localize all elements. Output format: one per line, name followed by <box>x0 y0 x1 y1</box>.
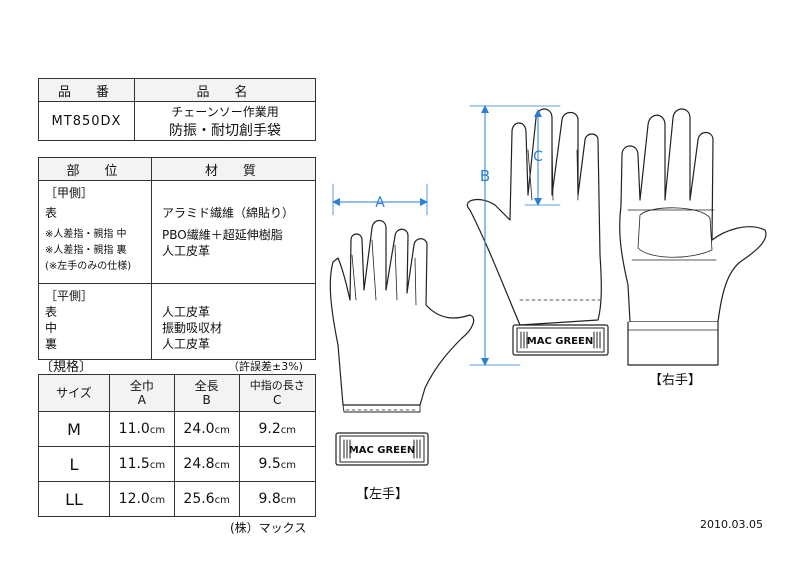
back-material-inner: 人工皮革 <box>162 244 211 258</box>
table-row: L 11.5cm 24.8cm 9.5cm <box>38 446 316 482</box>
right-hand-label: 【右手】 <box>649 373 701 388</box>
palm-section-title: ［平側］ <box>45 289 94 303</box>
palm-material-middle: 振動吸収材 <box>162 321 223 335</box>
product-name-line1: チェーンソー作業用 <box>171 104 279 119</box>
size-cell: L <box>38 446 110 482</box>
palm-part-inner: 裏 <box>45 337 58 351</box>
back-part-note: (※左手のみの仕様) <box>45 261 132 272</box>
document-date: 2010.03.05 <box>700 518 763 531</box>
product-table: 品 番 品 名 MT850DX チェーンソー作業用 防振・耐切創手袋 <box>38 78 316 141</box>
dimension-lines <box>332 105 561 366</box>
middle-glove-brand: MAC GREEN <box>527 336 593 347</box>
table-row: M 11.0cm 24.0cm 9.2cm <box>38 411 316 447</box>
width-cell: 12.0cm <box>109 481 175 517</box>
header-product-code: 品 番 <box>38 78 135 102</box>
width-cell: 11.0cm <box>109 411 175 447</box>
back-part-surface: 表 <box>45 206 58 220</box>
back-materials-cell: アラミド繊維（綿貼り） PBO繊維＋超延伸樹脂 人工皮革 <box>151 180 316 284</box>
finger-cell: 9.8cm <box>238 481 316 517</box>
length-cell: 24.8cm <box>173 446 240 482</box>
table-row: LL 12.0cm 25.6cm 9.8cm <box>38 481 316 517</box>
product-name-line2: 防振・耐切創手袋 <box>169 122 281 139</box>
dimension-b-label: B <box>480 167 490 185</box>
length-cell: 25.6cm <box>173 481 240 517</box>
product-code: MT850DX <box>38 101 135 141</box>
finger-cell: 9.2cm <box>238 411 316 447</box>
palm-material-surface: 人工皮革 <box>162 305 211 319</box>
header-product-name: 品 名 <box>134 78 316 102</box>
back-part-inner: ※人差指・親指 裏 <box>45 245 127 256</box>
tolerance-note: （許誤差±3%) <box>228 360 303 373</box>
right-glove-back <box>466 108 609 356</box>
spec-title: 〔規格〕 <box>40 360 93 375</box>
palm-parts-cell: ［平側］ 表 中 裏 <box>38 283 152 360</box>
palm-part-middle: 中 <box>45 321 58 335</box>
left-glove-brand: MAC GREEN <box>349 445 415 456</box>
finger-cell: 9.5cm <box>238 446 316 482</box>
material-table: 部 位 材 質 ［甲側］ 表 ※人差指・親指 中 ※人差指・親指 裏 (※左手の… <box>38 157 316 360</box>
dimension-a-label: A <box>375 195 385 211</box>
back-parts-cell: ［甲側］ 表 ※人差指・親指 中 ※人差指・親指 裏 (※左手のみの仕様) <box>38 180 152 284</box>
back-material-surface: アラミド繊維（綿貼り） <box>162 206 295 220</box>
left-hand-label: 【左手】 <box>356 487 408 502</box>
header-size: サイズ <box>38 374 110 412</box>
palm-material-inner: 人工皮革 <box>162 337 211 351</box>
header-material: 材 質 <box>151 157 316 181</box>
header-part: 部 位 <box>38 157 152 181</box>
palm-part-surface: 表 <box>45 305 58 319</box>
back-material-middle: PBO繊維＋超延伸樹脂 <box>162 228 283 242</box>
length-cell: 24.0cm <box>173 411 240 447</box>
width-cell: 11.5cm <box>109 446 175 482</box>
left-glove <box>329 219 475 466</box>
size-cell: LL <box>38 481 110 517</box>
back-section-title: ［甲側］ <box>45 186 94 200</box>
dimension-c-label: C <box>533 149 543 165</box>
palm-materials-cell: 人工皮革 振動吸収材 人工皮革 <box>151 283 316 360</box>
right-glove-palm <box>619 108 767 366</box>
size-cell: M <box>38 411 110 447</box>
company-name: (株）マックス <box>230 521 307 535</box>
back-part-middle: ※人差指・親指 中 <box>45 229 127 240</box>
product-name-cell: チェーンソー作業用 防振・耐切創手袋 <box>134 101 316 141</box>
